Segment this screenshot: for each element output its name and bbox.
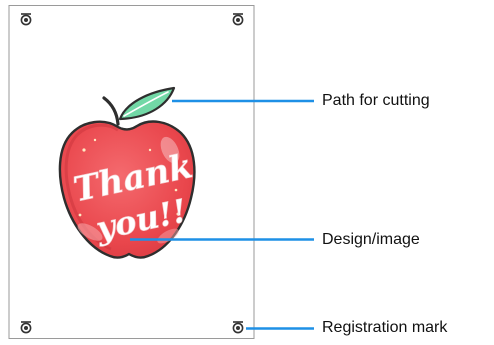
apple-design: Thank you!! [58, 86, 196, 259]
apple-body [58, 120, 196, 259]
registration-mark-top-left [20, 13, 32, 26]
callout-label-path-for-cutting: Path for cutting [322, 92, 430, 109]
registration-mark-bottom-left [20, 321, 32, 334]
sparkles [78, 138, 180, 240]
callout-label-design-image: Design/image [322, 231, 420, 248]
registration-mark-top-right [232, 13, 244, 26]
callout-label-registration-mark: Registration mark [322, 319, 448, 336]
apple-stem [102, 96, 120, 126]
registration-mark-bottom-right [232, 321, 244, 334]
